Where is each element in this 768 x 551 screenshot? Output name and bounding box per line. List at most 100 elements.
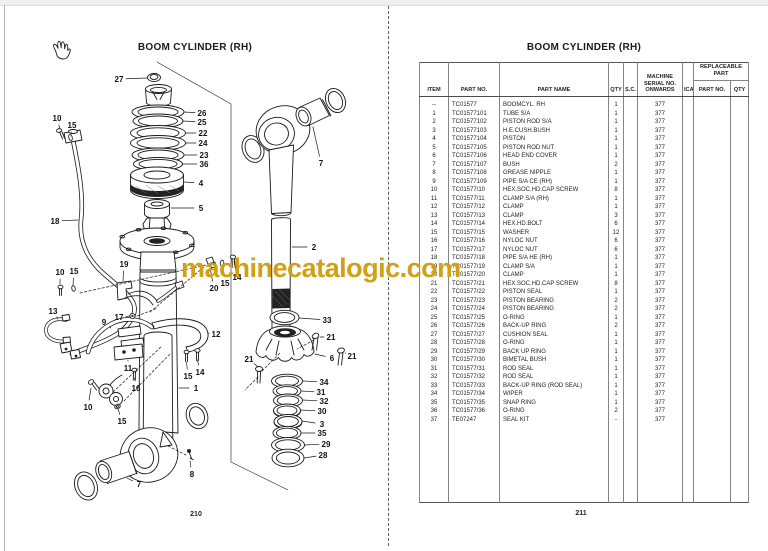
callout-label-29: 29 bbox=[322, 440, 331, 449]
piston-rod-nut bbox=[144, 199, 170, 219]
callout-label-14: 14 bbox=[196, 368, 205, 377]
callout-label-15: 15 bbox=[184, 372, 193, 381]
callout-label-24: 24 bbox=[199, 139, 208, 148]
callout-label-3: 3 bbox=[320, 420, 325, 429]
callout-leader bbox=[302, 380, 318, 383]
callout-leader bbox=[183, 181, 195, 183]
callout-label-23: 23 bbox=[200, 151, 209, 160]
hydraulic-pipes bbox=[44, 128, 237, 410]
callout-label-1: 1 bbox=[194, 384, 199, 393]
callout-leader bbox=[117, 408, 121, 415]
page-top-edge bbox=[0, 0, 768, 6]
right-page-number: 211 bbox=[575, 510, 587, 517]
washer-15-top bbox=[68, 134, 73, 141]
cylinder-tube bbox=[73, 251, 209, 501]
callout-leader bbox=[122, 270, 124, 282]
callout-label-28: 28 bbox=[319, 451, 328, 460]
callout-leader bbox=[58, 124, 61, 130]
callout-leader bbox=[56, 316, 59, 320]
callout-leader bbox=[300, 409, 316, 412]
gland-cap bbox=[145, 84, 172, 107]
parts-table-header: ITEM PART NO. PART NAME QTY S.C. MACHINE… bbox=[419, 62, 749, 97]
callout-label-15: 15 bbox=[70, 267, 79, 276]
callout-label-11: 11 bbox=[124, 364, 133, 373]
col-header-part-no: PART NO. bbox=[448, 62, 500, 97]
callout-leader bbox=[197, 359, 199, 366]
page-fold-divider bbox=[388, 6, 389, 546]
col-header-rp-part-no: PART NO. bbox=[693, 80, 731, 97]
right-page: BOOM CYLINDER (RH) ITEM PART NO. PART NA… bbox=[384, 0, 768, 551]
callout-leader bbox=[125, 77, 148, 80]
callout-label-32: 32 bbox=[320, 397, 329, 406]
cap-screw-21-left bbox=[255, 366, 263, 384]
callout-label-20: 20 bbox=[210, 284, 219, 293]
bolt-14-mid bbox=[194, 348, 201, 361]
callout-leader bbox=[209, 267, 213, 282]
piston-stack bbox=[119, 73, 195, 261]
left-page-title: BOOM CYLINDER (RH) bbox=[137, 42, 253, 53]
callout-leader bbox=[298, 317, 321, 320]
callout-label-5: 5 bbox=[199, 204, 204, 213]
callout-leader bbox=[221, 265, 225, 277]
piston bbox=[130, 166, 184, 199]
col-header-rp-qty: QTY bbox=[730, 80, 749, 97]
callout-leader bbox=[186, 361, 188, 370]
callout-leader bbox=[302, 399, 318, 402]
callout-leader bbox=[301, 420, 316, 424]
callout-leader bbox=[88, 387, 92, 401]
piston-seal-rings bbox=[130, 104, 186, 171]
callout-label-18: 18 bbox=[51, 217, 60, 226]
callout-label-7: 7 bbox=[319, 159, 324, 168]
piston-rod-assembly bbox=[241, 87, 347, 335]
callout-label-21: 21 bbox=[245, 355, 254, 364]
watermark: machinecatalogic.com bbox=[181, 253, 461, 283]
callout-leader bbox=[314, 353, 326, 357]
callout-leader bbox=[108, 326, 112, 329]
callout-label-10: 10 bbox=[53, 114, 62, 123]
bolt-10-mid bbox=[57, 284, 64, 296]
left-page: BOOM CYLINDER (RH) bbox=[44, 40, 357, 518]
callout-label-16: 16 bbox=[132, 384, 141, 393]
callout-label-10: 10 bbox=[84, 403, 93, 412]
construction-lines bbox=[79, 264, 315, 456]
callout-label-15: 15 bbox=[221, 279, 230, 288]
callout-label-8: 8 bbox=[190, 470, 195, 479]
callout-label-6: 6 bbox=[330, 354, 335, 363]
callout-label-36: 36 bbox=[200, 160, 209, 169]
bolt-14-top-right bbox=[229, 254, 237, 260]
washer-15-top-right bbox=[219, 259, 225, 267]
callout-label-7: 7 bbox=[137, 480, 142, 489]
col-header-sc: S.C. bbox=[623, 62, 638, 97]
callout-leader bbox=[312, 126, 320, 157]
callout-label-14: 14 bbox=[233, 273, 242, 282]
callout-leader bbox=[304, 443, 320, 446]
callout-leader bbox=[134, 377, 136, 382]
head-cover-assembly bbox=[255, 309, 345, 384]
washer-15-bottom bbox=[114, 403, 121, 410]
